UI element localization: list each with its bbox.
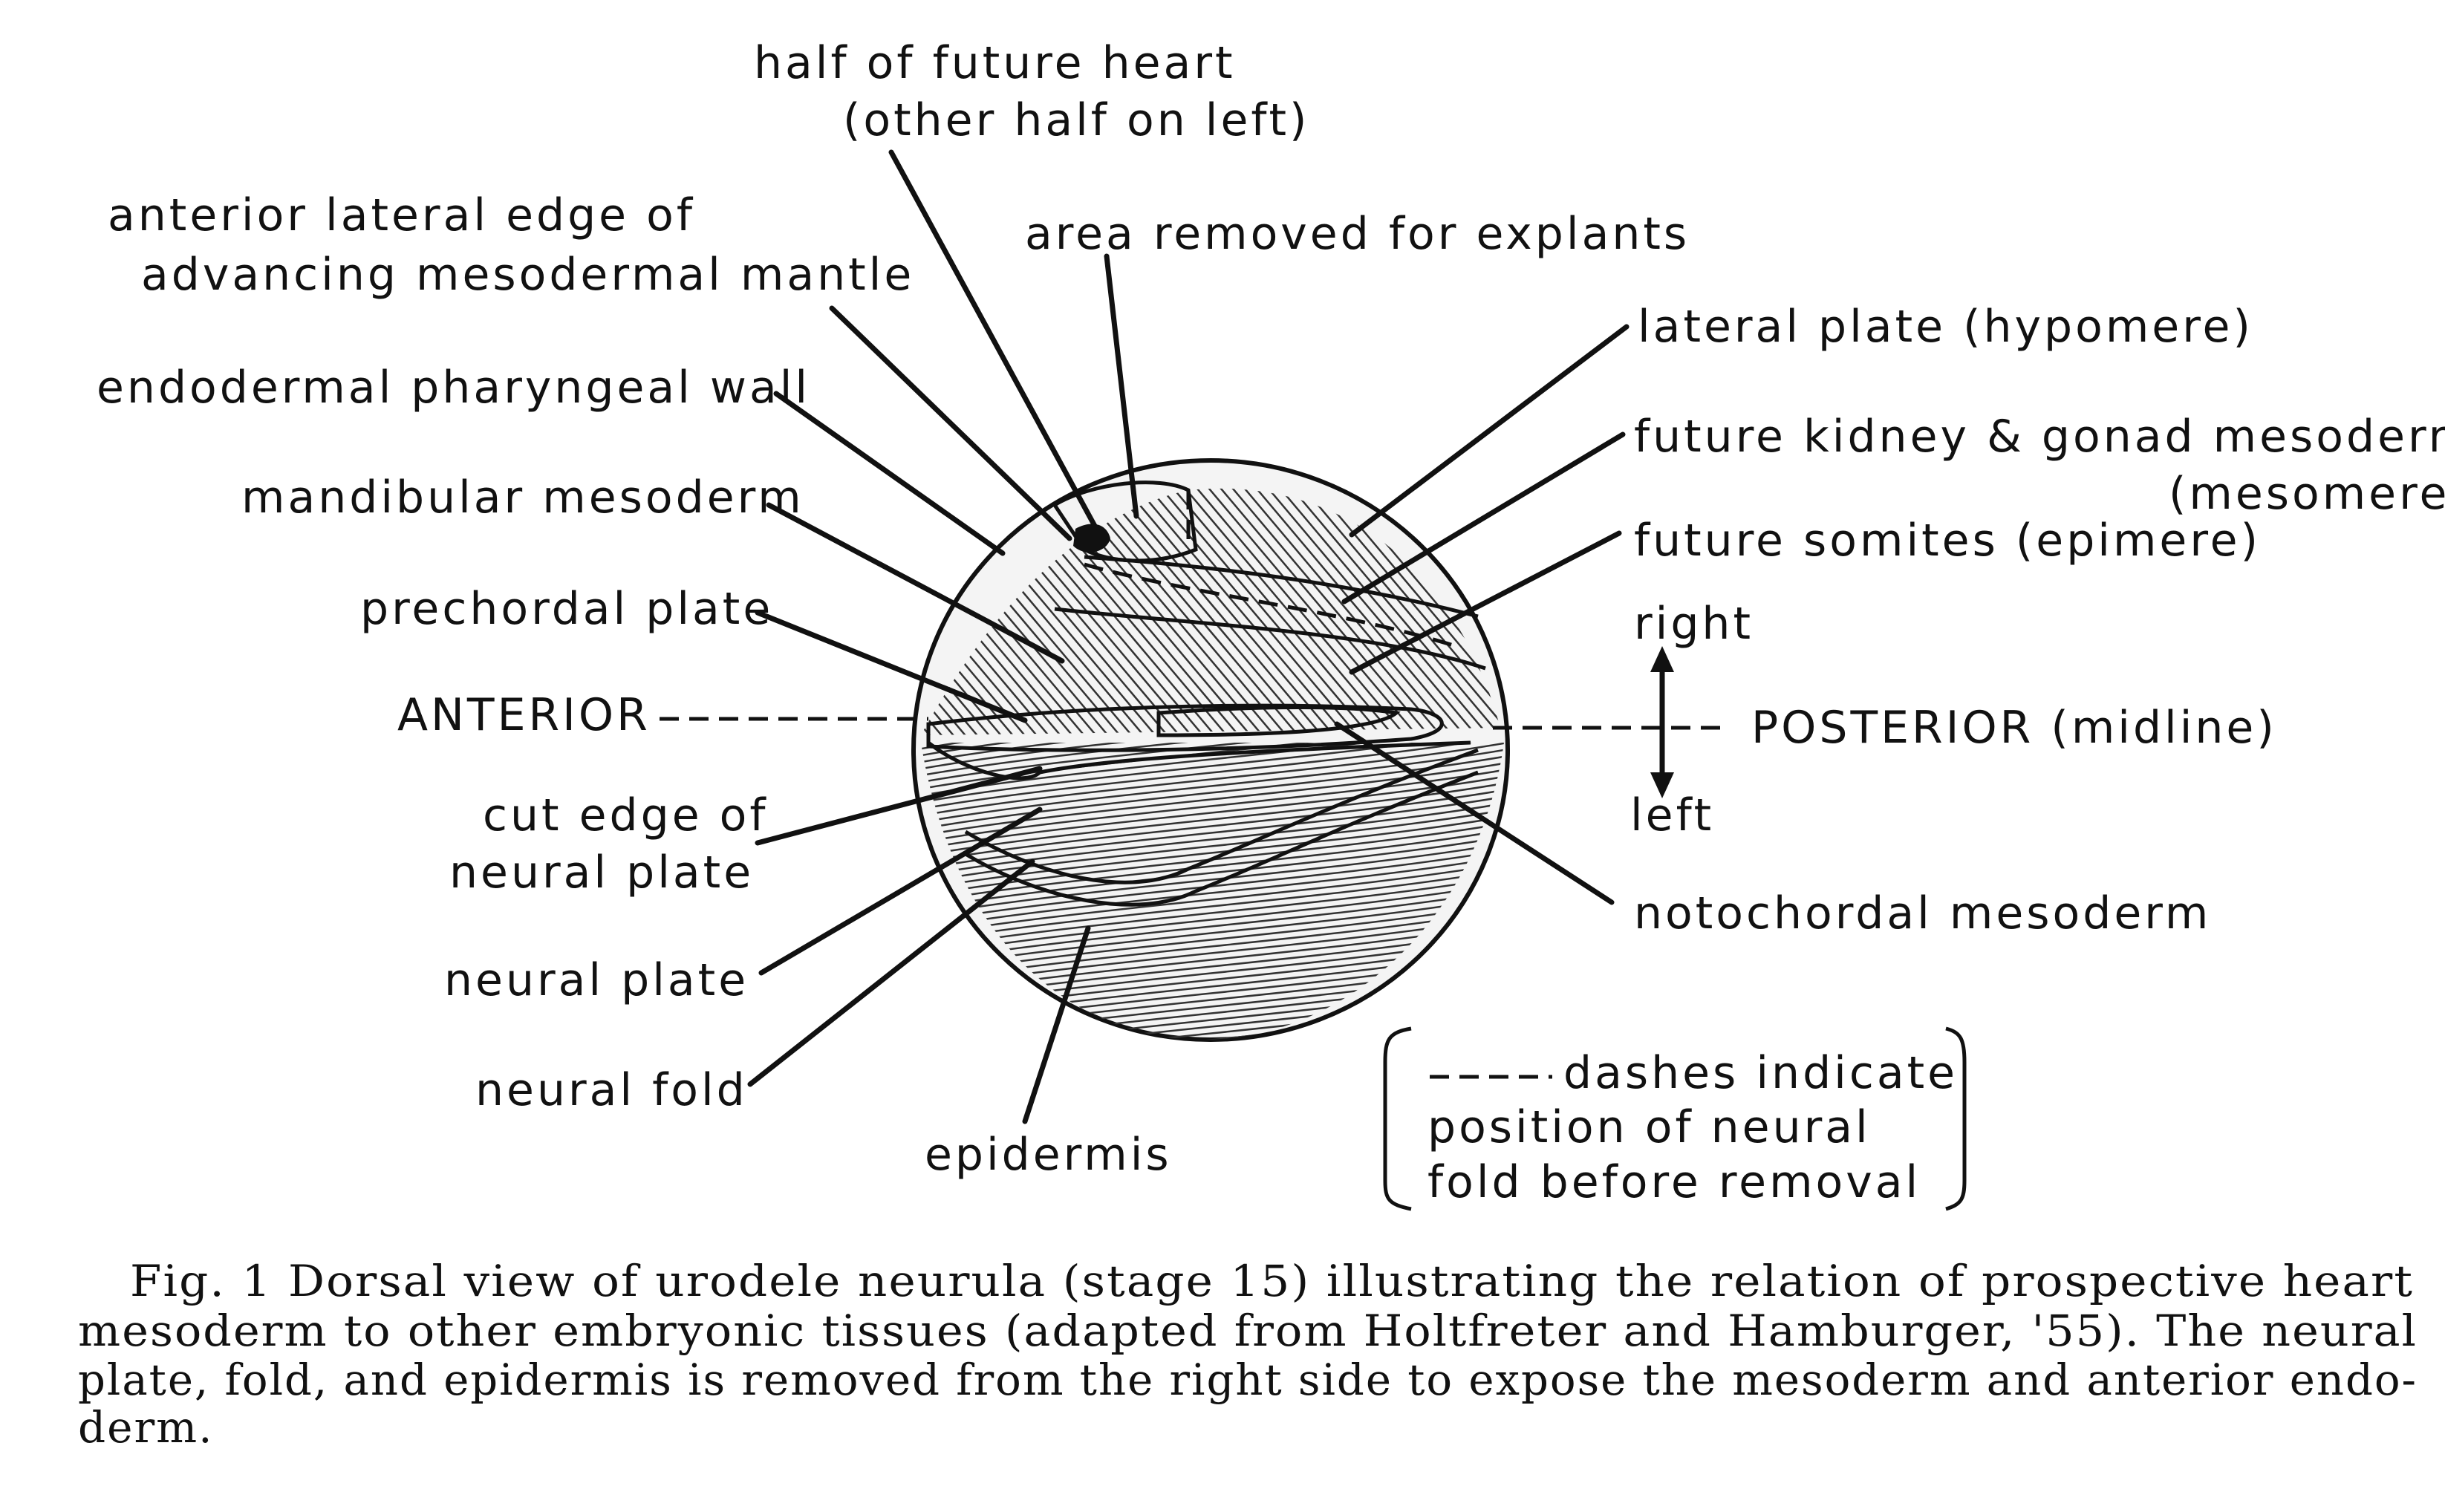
hatch-curve — [921, 808, 1504, 885]
hatch-line — [1137, 488, 1376, 735]
neural-fold-left — [927, 740, 1471, 781]
hatch-line — [1268, 488, 1500, 735]
hatch-curve — [921, 743, 1504, 805]
label-posterior: POSTERIOR (midline) — [1751, 702, 2277, 754]
label-neural-fold: neural fold — [475, 1064, 748, 1116]
hatch-curve — [921, 743, 1504, 798]
hatch-line — [921, 488, 1020, 735]
label-cut-edge-plate: neural plate — [449, 847, 754, 899]
label-endodermal-wall: endodermal pharyngeal wall — [97, 362, 810, 414]
hatch-line — [1256, 488, 1495, 735]
caption-line-1: Fig. 1 Dorsal view of urodele neurula (s… — [130, 1256, 2414, 1306]
hatch-curve — [921, 743, 1504, 812]
hatch-curve — [921, 815, 1504, 892]
hatch-curve — [921, 743, 1504, 772]
hatch-curve — [921, 743, 1504, 765]
hatch-line — [1197, 488, 1436, 735]
hatch-line — [921, 488, 996, 735]
label-cut-edge: cut edge of — [483, 789, 769, 841]
hatch-line — [921, 488, 1032, 735]
dashes-note-bracket — [1383, 1026, 1967, 1211]
hatch-curve — [921, 795, 1504, 872]
label-neural-plate: neural plate — [444, 954, 749, 1006]
heart-primordium-mark — [1073, 524, 1110, 553]
label-anterior: ANTERIOR — [397, 689, 651, 741]
label-somites: future somites (epimere) — [1634, 515, 2261, 567]
hatch-curve — [921, 828, 1504, 905]
hatch-curve — [921, 801, 1504, 879]
somites-outline — [1054, 607, 1486, 671]
figure-caption: Fig. 1 Dorsal view of urodele neurula (s… — [78, 1256, 2418, 1453]
label-mandibular: mandibular mesoderm — [241, 472, 804, 524]
hatch-line — [1220, 488, 1459, 735]
hatch-line — [1161, 488, 1400, 735]
label-lateral-plate: lateral plate (hypomere) — [1638, 301, 2253, 353]
label-half-heart: half of future heart — [754, 37, 1236, 89]
neural-fold-lower — [964, 748, 1479, 884]
label-epidermis: epidermis — [925, 1129, 1172, 1181]
hatch-curve — [921, 761, 1504, 838]
hatch-curve — [921, 743, 1504, 758]
hatch-curve — [921, 841, 1504, 919]
notochord-outline — [1156, 706, 1401, 737]
label-right: right — [1634, 598, 1754, 650]
hatch-line — [1101, 488, 1341, 735]
note-dashes-line3: fold before removal — [1427, 1156, 1921, 1208]
caption-line-4: derm. — [78, 1402, 214, 1453]
label-notochordal: notochordal mesoderm — [1634, 887, 2211, 939]
hatch-curve — [921, 748, 1504, 825]
lateral-plate-outline — [1084, 555, 1479, 619]
neural-plate-strip — [926, 703, 1444, 752]
hatch-line — [1125, 488, 1364, 735]
leader-lines — [660, 149, 1727, 1124]
hatch-curve — [921, 743, 1504, 778]
hatch-line — [1232, 488, 1471, 735]
hatch-line — [1208, 488, 1448, 735]
label-kidney-gonad: future kidney & gonad mesoderm — [1634, 411, 2445, 463]
label-left: left — [1630, 789, 1714, 841]
hatch-curve — [921, 788, 1504, 865]
neural-fold-dashes-upper — [1084, 562, 1456, 648]
labels: half of future heart (other half on left… — [97, 37, 2445, 1208]
label-half-heart-other: (other half on left) — [843, 94, 1309, 146]
hatch-line — [1280, 488, 1500, 735]
label-area-removed: area removed for explants — [1025, 208, 1690, 260]
label-advancing-mantle: advancing mesodermal mantle — [141, 249, 914, 301]
note-dashes-line2: position of neural — [1427, 1101, 1871, 1153]
hatch-line — [1244, 488, 1483, 735]
hatch-curve — [921, 743, 1504, 818]
hatch-curve — [921, 855, 1504, 932]
caption-line-3: plate, fold, and epidermis is removed fr… — [78, 1355, 2418, 1405]
neural-fold-lower-inner — [964, 770, 1479, 907]
hatch-line — [1173, 488, 1412, 735]
hatch-line — [1185, 488, 1424, 735]
label-anterior-lateral-edge: anterior lateral edge of — [108, 189, 695, 241]
hatch-line — [1113, 488, 1352, 735]
caption-line-2: mesoderm to other embryonic tissues (ada… — [78, 1306, 2418, 1356]
label-prechordal: prechordal plate — [360, 583, 773, 635]
label-mesomere: (mesomere — [2169, 468, 2445, 520]
note-dashes-line1: dashes indicate — [1563, 1047, 1958, 1099]
